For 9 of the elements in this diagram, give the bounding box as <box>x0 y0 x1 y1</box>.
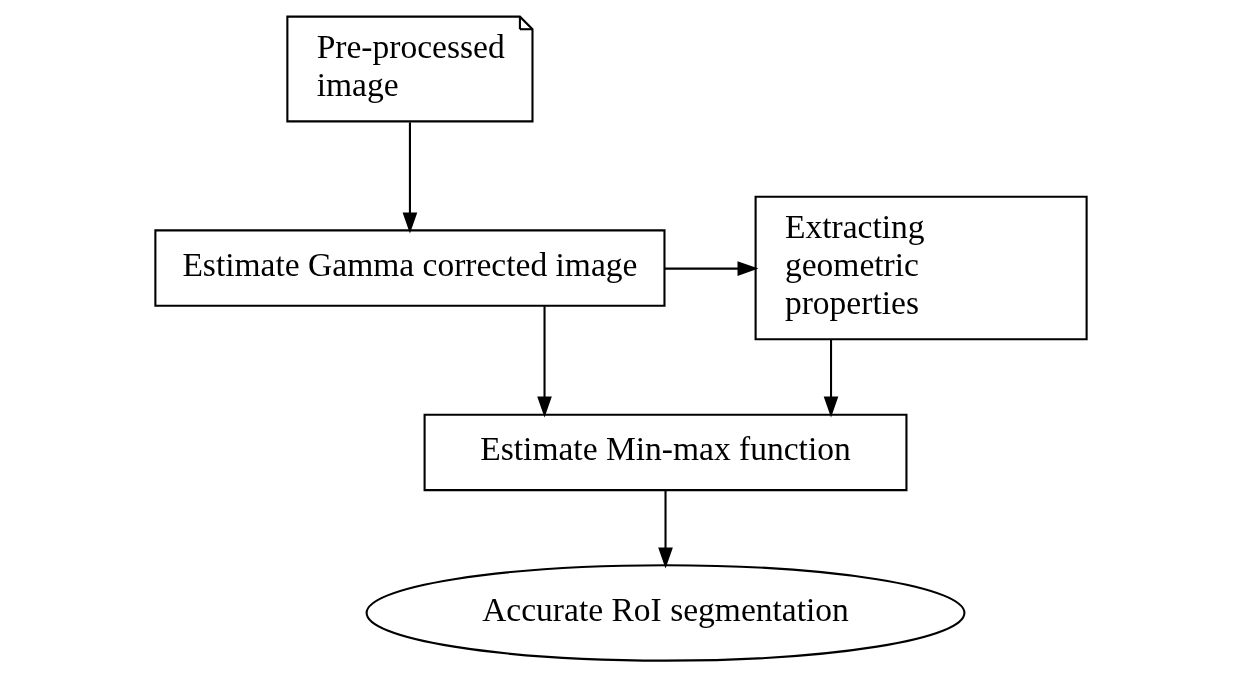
node-box: Extracting geometric properties <box>754 195 1088 341</box>
node-box: Estimate Gamma corrected image <box>153 229 665 307</box>
arrow <box>664 261 758 276</box>
arrow <box>823 339 838 418</box>
arrow <box>657 490 673 569</box>
arrow <box>536 306 552 418</box>
node-box: Estimate Min-max function <box>423 413 907 492</box>
arrow <box>402 122 417 234</box>
node-ellipse: Accurate RoI segmentation <box>365 564 965 662</box>
